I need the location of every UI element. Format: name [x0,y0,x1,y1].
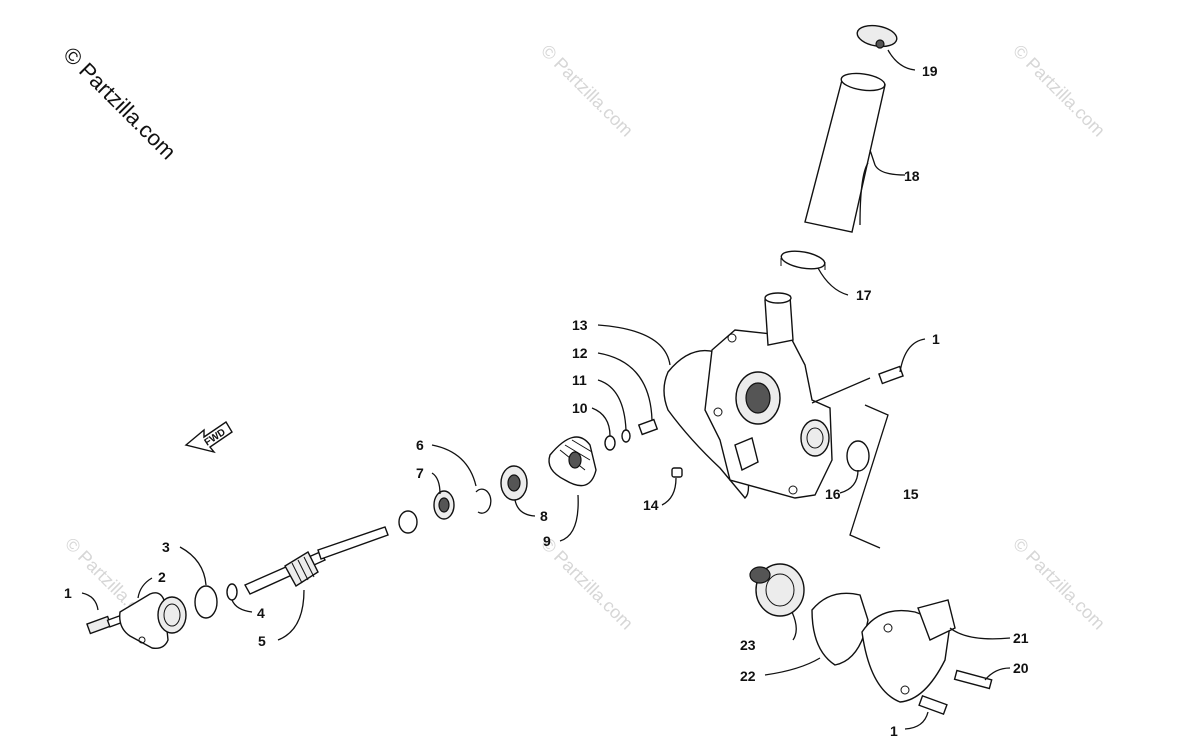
o-ring-part [194,585,218,619]
callout-3: 3 [162,539,170,555]
thermostat-cover-part [861,599,956,703]
coolant-hose-part [804,72,886,233]
washer-10-part [604,435,616,451]
leader-lines [81,49,1011,730]
callout-8: 8 [540,508,548,524]
dowel-pin-part [671,467,683,478]
callout-numbers: 1 2 3 4 5 6 7 8 9 10 11 12 13 14 15 16 1… [64,63,1029,739]
shaft-cover-part [119,592,187,650]
callout-17: 17 [856,287,872,303]
callout-2: 2 [158,569,166,585]
callout-1c: 1 [890,723,898,739]
thermostat-gasket-part [811,592,869,666]
callout-10: 10 [572,400,588,416]
callout-16: 16 [825,486,841,502]
callout-6: 6 [416,437,424,453]
mechanical-seal-part [500,465,528,501]
fwd-arrow-icon: FWD [184,421,233,454]
callout-19: 19 [922,63,938,79]
callout-21: 21 [1013,630,1029,646]
pump-housing-part [663,292,833,499]
callout-1a: 1 [64,585,72,601]
thermostat-bolt-1-part [918,694,948,716]
bolt-right-part [878,365,904,385]
copyright-text: © Partzilla.com [58,42,181,165]
callout-7: 7 [416,465,424,481]
callout-13: 13 [572,317,588,333]
impeller-part [548,436,597,487]
callout-18: 18 [904,168,920,184]
hose-clamp-19-part [856,24,898,49]
thermostat-bolt-20-part [953,669,993,690]
watermark-5: © Partzilla.com [1009,534,1109,634]
callout-14: 14 [643,497,659,513]
impeller-bolt-part [637,418,659,436]
callout-12: 12 [572,345,588,361]
watermark-4: © Partzilla.com [537,534,637,634]
bearing-part [433,490,455,520]
callout-22: 22 [740,668,756,684]
callout-4: 4 [257,605,265,621]
circlip-part [475,488,492,514]
washer-small-part [226,583,238,601]
watermark-1: © Partzilla.com [537,41,637,141]
callout-23: 23 [740,637,756,653]
washer-11-part [621,429,631,443]
bushing-part [398,510,418,534]
watermarks: © Partzilla.com © Partzilla.com © Partzi… [61,41,1109,634]
callout-11: 11 [572,372,587,388]
thermostat-part [749,563,805,617]
callout-5: 5 [258,633,266,649]
pump-shaft-part [244,526,389,595]
watermark-2: © Partzilla.com [1009,41,1109,141]
callout-1b: 1 [932,331,940,347]
callout-9: 9 [543,533,551,549]
callout-20: 20 [1013,660,1029,676]
port-o-ring-part [846,440,870,472]
hose-clamp-17-part [780,250,826,270]
callout-15: 15 [903,486,919,502]
